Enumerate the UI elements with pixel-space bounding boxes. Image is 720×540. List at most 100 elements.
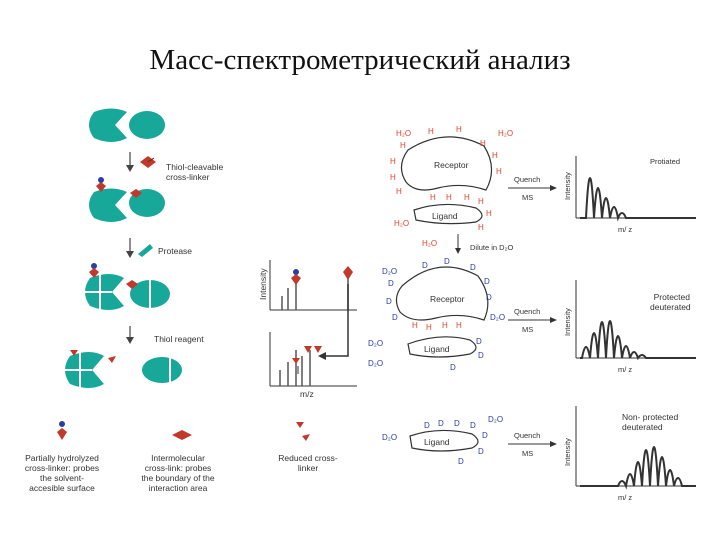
protease-icon <box>138 244 153 257</box>
spectrum-label-nonprotected: Non- protected deuterated <box>622 412 679 432</box>
h-label: H <box>390 173 396 182</box>
legend-marker-reduced <box>296 422 310 441</box>
legend-hydrolyzed-text: Partially hydrolyzed cross-linker: probe… <box>24 453 100 493</box>
ms-ylabel-text: Intensity <box>258 268 268 300</box>
crosslinking-panel <box>12 100 362 512</box>
d2o-label: D₂O <box>368 339 383 348</box>
quench-label: Quench <box>514 431 540 440</box>
h-label: H <box>480 139 486 148</box>
ligand-label: Ligand <box>424 344 450 354</box>
label-thiol-reagent: Thiol reagent <box>154 334 204 344</box>
h-label: H <box>478 197 484 206</box>
d-label: D <box>388 279 394 288</box>
spectrum-labels: Protiated m/ z m/ z m/ z Intensity Inten… <box>563 157 680 502</box>
h2o-label: H₂O <box>498 129 513 138</box>
intensity-label: Intensity <box>563 172 572 200</box>
d-label: D <box>386 297 392 306</box>
protein-pair-4 <box>64 350 182 390</box>
h-label: H <box>464 193 470 202</box>
spectrum-protiated <box>575 156 696 222</box>
ms-label: MS <box>522 449 533 458</box>
slide-title: Масс-спектрометрический анализ <box>149 44 571 76</box>
d-label: D <box>482 431 488 440</box>
d-label: D <box>450 363 456 372</box>
label-protease: Protease <box>158 246 193 256</box>
d-label: D <box>484 277 490 286</box>
legend-marker-intermolecular <box>172 430 192 440</box>
h-label: H <box>456 125 462 134</box>
d-label: D <box>438 419 444 428</box>
h-label: H <box>486 209 492 218</box>
intensity-label: Intensity <box>563 308 572 336</box>
h-label: H <box>428 127 434 136</box>
quench-label: Quench <box>514 175 540 184</box>
d2o-label: D₂O <box>368 359 383 368</box>
d2o-label: D₂O <box>382 267 397 276</box>
crosslinker-icon <box>140 156 156 168</box>
ms-spectrum-bottom <box>269 284 357 387</box>
ligand-blob-3 <box>409 429 479 452</box>
arrow-down-2 <box>126 238 134 258</box>
receptor-label: Receptor <box>434 160 469 170</box>
crosslinking-diagram <box>57 108 357 441</box>
h-label: H <box>396 187 402 196</box>
d2o-label: D₂O <box>382 433 397 442</box>
hdx-panel: H H H H H H H H H H H H H H H H H H H H₂… <box>366 108 712 508</box>
d2o-label: D₂O <box>488 415 503 424</box>
d-label: D <box>458 457 464 466</box>
protein-pair-2 <box>89 177 165 222</box>
receptor-blob-1 <box>400 136 493 225</box>
h2o-label: H₂O <box>422 239 437 248</box>
hdx-diagram: H H H H H H H H H H H H H H H H H H H H₂… <box>368 125 696 502</box>
d-label: D <box>424 421 430 430</box>
d-label-cluster: D D D D D D D D D D D D D D D D D D <box>386 257 492 466</box>
protein-pair-1 <box>89 108 165 142</box>
h-label: H <box>478 223 484 232</box>
spectrum-protected <box>575 280 696 361</box>
d-label: D <box>422 261 428 270</box>
h2o-label-cluster: H₂O H₂O H₂O H₂O <box>394 129 513 248</box>
label-thiol-cleavable: Thiol-cleavable cross-linker <box>166 162 224 182</box>
ms-label: MS <box>522 193 533 202</box>
intensity-label: Intensity <box>563 438 572 466</box>
ms-spectrum-top <box>269 260 357 311</box>
legend-intermolecular-text: Intermolecular cross-link: probes the bo… <box>141 453 215 493</box>
spectrum-label-protected: Protected deuterated <box>650 292 691 312</box>
h-label: H <box>496 167 502 176</box>
h-label: H <box>442 321 448 330</box>
h-label: H <box>412 321 418 330</box>
d-label: D <box>476 337 482 346</box>
receptor-blob-2 <box>395 266 489 358</box>
d2o-label: D₂O <box>490 313 505 322</box>
h-label: H <box>430 193 436 202</box>
arrow-down-3 <box>126 326 134 344</box>
d-label: D <box>478 447 484 456</box>
ligand-label: Ligand <box>424 437 450 447</box>
d-label: D <box>454 419 460 428</box>
h2o-label: H₂O <box>394 219 409 228</box>
mz-label: m/ z <box>618 225 632 234</box>
ms-label: MS <box>522 325 533 334</box>
spectrum-nonprotected <box>575 406 696 490</box>
ms-xlabel: m/z <box>300 389 314 399</box>
h-label: H <box>426 323 432 332</box>
h-label-cluster: H H H H H H H H H H H H H H H H H H H <box>390 125 502 332</box>
d-label: D <box>392 313 398 322</box>
arrow-down-1 <box>126 152 134 172</box>
h2o-label: H₂O <box>396 129 411 138</box>
h-label: H <box>446 193 452 202</box>
h-label: H <box>456 321 462 330</box>
mz-label: m/ z <box>618 493 632 502</box>
d-label: D <box>470 263 476 272</box>
d-label: D <box>444 257 450 266</box>
quench-labels: Quench MS Quench MS Quench MS Dilute in … <box>470 175 540 458</box>
receptor-label: Receptor <box>430 294 465 304</box>
d2o-label-cluster: D₂O D₂O D₂O D₂O D₂O D₂O <box>368 267 505 442</box>
h-label: H <box>390 157 396 166</box>
ligand-label: Ligand <box>432 211 458 221</box>
mz-label: m/ z <box>618 365 632 374</box>
quench-arrows <box>455 185 557 447</box>
h-label: H <box>400 141 406 150</box>
h-label: H <box>492 151 498 160</box>
spectrum-label-protiated: Protiated <box>650 157 680 166</box>
